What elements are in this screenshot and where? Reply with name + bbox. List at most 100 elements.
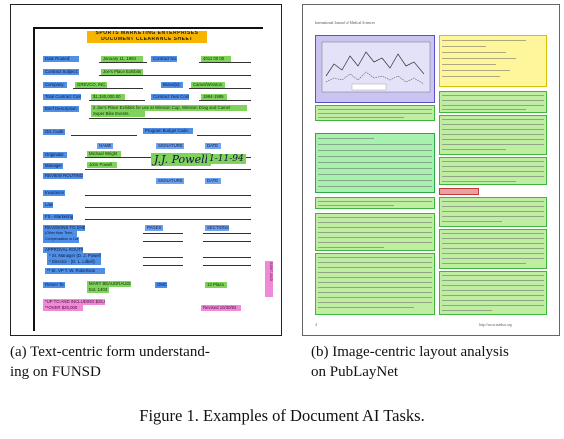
law-label: Law [43, 202, 53, 208]
rule [203, 233, 251, 234]
rule [197, 135, 251, 136]
layout-title-block [439, 188, 479, 195]
contract-year-label: Contract Year Cost: [151, 94, 189, 100]
panel-b-caption-line1: (b) Image-centric layout analysis [311, 344, 509, 360]
rule [203, 257, 251, 258]
panel-a-caption-line2: ing on FUNSD [10, 364, 101, 380]
date-routed-value: January 11, 1994 [101, 56, 143, 62]
gl-code-label: G/L Code: [43, 129, 65, 135]
approval-routing-label: APPROVAL ROUTING [43, 247, 83, 253]
layout-text-block [315, 213, 435, 251]
return-to-label: Return To: [43, 282, 65, 288]
rule [85, 195, 251, 196]
review-routing-label: REVIEW ROUTING [43, 173, 83, 179]
total-cost-value: $1,340,000.00 [91, 94, 125, 100]
manager-value: John Powell [87, 162, 117, 168]
rule [89, 100, 145, 101]
originator-value: Michael Wright [87, 151, 121, 157]
rule [143, 233, 183, 234]
review-date-header: DATE [205, 178, 221, 184]
company-value: GREVCO, INC. [75, 82, 107, 88]
brand-label: Brand(s): [161, 82, 183, 88]
rule [85, 169, 251, 170]
layout-text-block [439, 229, 547, 269]
layout-text-block [439, 157, 547, 185]
budget-code-label: Program Budget Code: [143, 128, 193, 134]
floor-value: 13 Plaza [205, 282, 227, 288]
layout-list-block [439, 35, 547, 87]
funsd-form-panel: SPORTS MARKETING ENTERPRISES DOCUMENT CL… [10, 4, 282, 336]
subject-value: Joe's Place Exhibits [101, 69, 143, 75]
rule [89, 118, 251, 119]
brief-desc-label: Brief Description: [43, 106, 79, 112]
manager-signature: J.J. Powell [151, 153, 212, 166]
revisions-sub1: (Other than Term, [43, 231, 77, 237]
revisions-sub2: Compensation or Lia [43, 237, 79, 243]
page-footer-url: http://www.medsci.org [479, 323, 512, 327]
rule [99, 62, 147, 63]
rule [143, 241, 183, 242]
form-border [33, 27, 263, 331]
layout-text-block [315, 105, 435, 121]
panel-b-caption-line2: on PubLayNet [311, 364, 399, 380]
col-signature-header: SIGNATURE [156, 143, 184, 149]
rule [199, 100, 251, 101]
originator-label: Originator [43, 152, 67, 158]
approval-item-1: * Sr. Manager (D. J. Powell) [47, 253, 101, 259]
panel-a-caption: (a) Text-centric form understand- ing on… [10, 342, 282, 382]
form-title-line1: SPORTS MARKETING ENTERPRISES [87, 31, 207, 37]
approval-item-3: ** Sr. VP T. W. Robertson [45, 268, 105, 274]
sections-header: SECTIONS [205, 225, 229, 231]
figure-caption: Figure 1. Examples of Document AI Tasks. [139, 406, 425, 425]
rule [85, 207, 251, 208]
panel-a-caption-line1: (a) Text-centric form understand- [10, 344, 210, 360]
page-header-text: International Journal of Medical Science… [315, 21, 375, 25]
rule [203, 265, 251, 266]
layout-text-block [439, 271, 547, 315]
total-cost-label: Total Contract Cost: [43, 94, 81, 100]
rule [189, 88, 251, 89]
rule [203, 241, 251, 242]
brief-desc-line1: 2 Joe's Place Exhibits for use at Winsto… [91, 105, 247, 111]
rule [71, 135, 137, 136]
manager-signature-date: 1-11-94 [207, 154, 246, 164]
panel-b-caption: (b) Image-centric layout analysis on Pub… [311, 342, 561, 382]
col-date-header: DATE [205, 143, 221, 149]
return-ext-value: Ext. 1403 [87, 287, 109, 293]
date-routed-label: Date Routed: [43, 56, 79, 62]
rule [143, 257, 183, 258]
publaynet-page-panel: International Journal of Medical Science… [302, 4, 560, 336]
layout-table-block [315, 133, 435, 193]
rule [99, 75, 251, 76]
revisions-label: REVISIONS TO SHELL [43, 225, 85, 231]
side-stamp: 51507 2025 [265, 261, 273, 297]
subject-label: Contract Subject: [43, 69, 79, 75]
footnote-2: **OVER $25,000 [43, 305, 83, 311]
revised-date: Revised 10/30/92 [201, 305, 241, 311]
layout-text-block [439, 91, 547, 113]
layout-text-block [439, 115, 547, 155]
insurance-label: Insurance [43, 190, 65, 196]
omc-label: OMC [155, 282, 167, 288]
brand-value: Camel/Winston [191, 82, 225, 88]
review-signature-header: SIGNATURE [156, 178, 184, 184]
contract-year-value: 1994-1995 [201, 94, 227, 100]
form-title-line2: DOCUMENT CLEARANCE SHEET [87, 37, 207, 43]
page-number: 4 [315, 323, 317, 327]
return-to-value: MARY BEAUDRAUDIN [87, 281, 131, 287]
layout-text-block [315, 253, 435, 315]
fs-marketing-label: FS - Marketing [43, 214, 73, 220]
rule [73, 88, 143, 89]
approval-item-2: * Director - (D. L. Lilbell) [47, 259, 101, 265]
layout-text-block [439, 197, 547, 227]
rule [143, 265, 183, 266]
layout-figure-block [315, 35, 435, 103]
manager-label: Manager [43, 163, 63, 169]
figure-plot [321, 41, 431, 93]
layout-text-block [315, 197, 435, 209]
contract-no-label: Contract No. [151, 56, 177, 62]
brief-desc-line2: Super Bike Events. [91, 111, 145, 117]
col-name-header: NAME [97, 143, 113, 149]
contract-no-value: 4011 00 00 [201, 56, 231, 62]
company-label: Company: [43, 82, 67, 88]
